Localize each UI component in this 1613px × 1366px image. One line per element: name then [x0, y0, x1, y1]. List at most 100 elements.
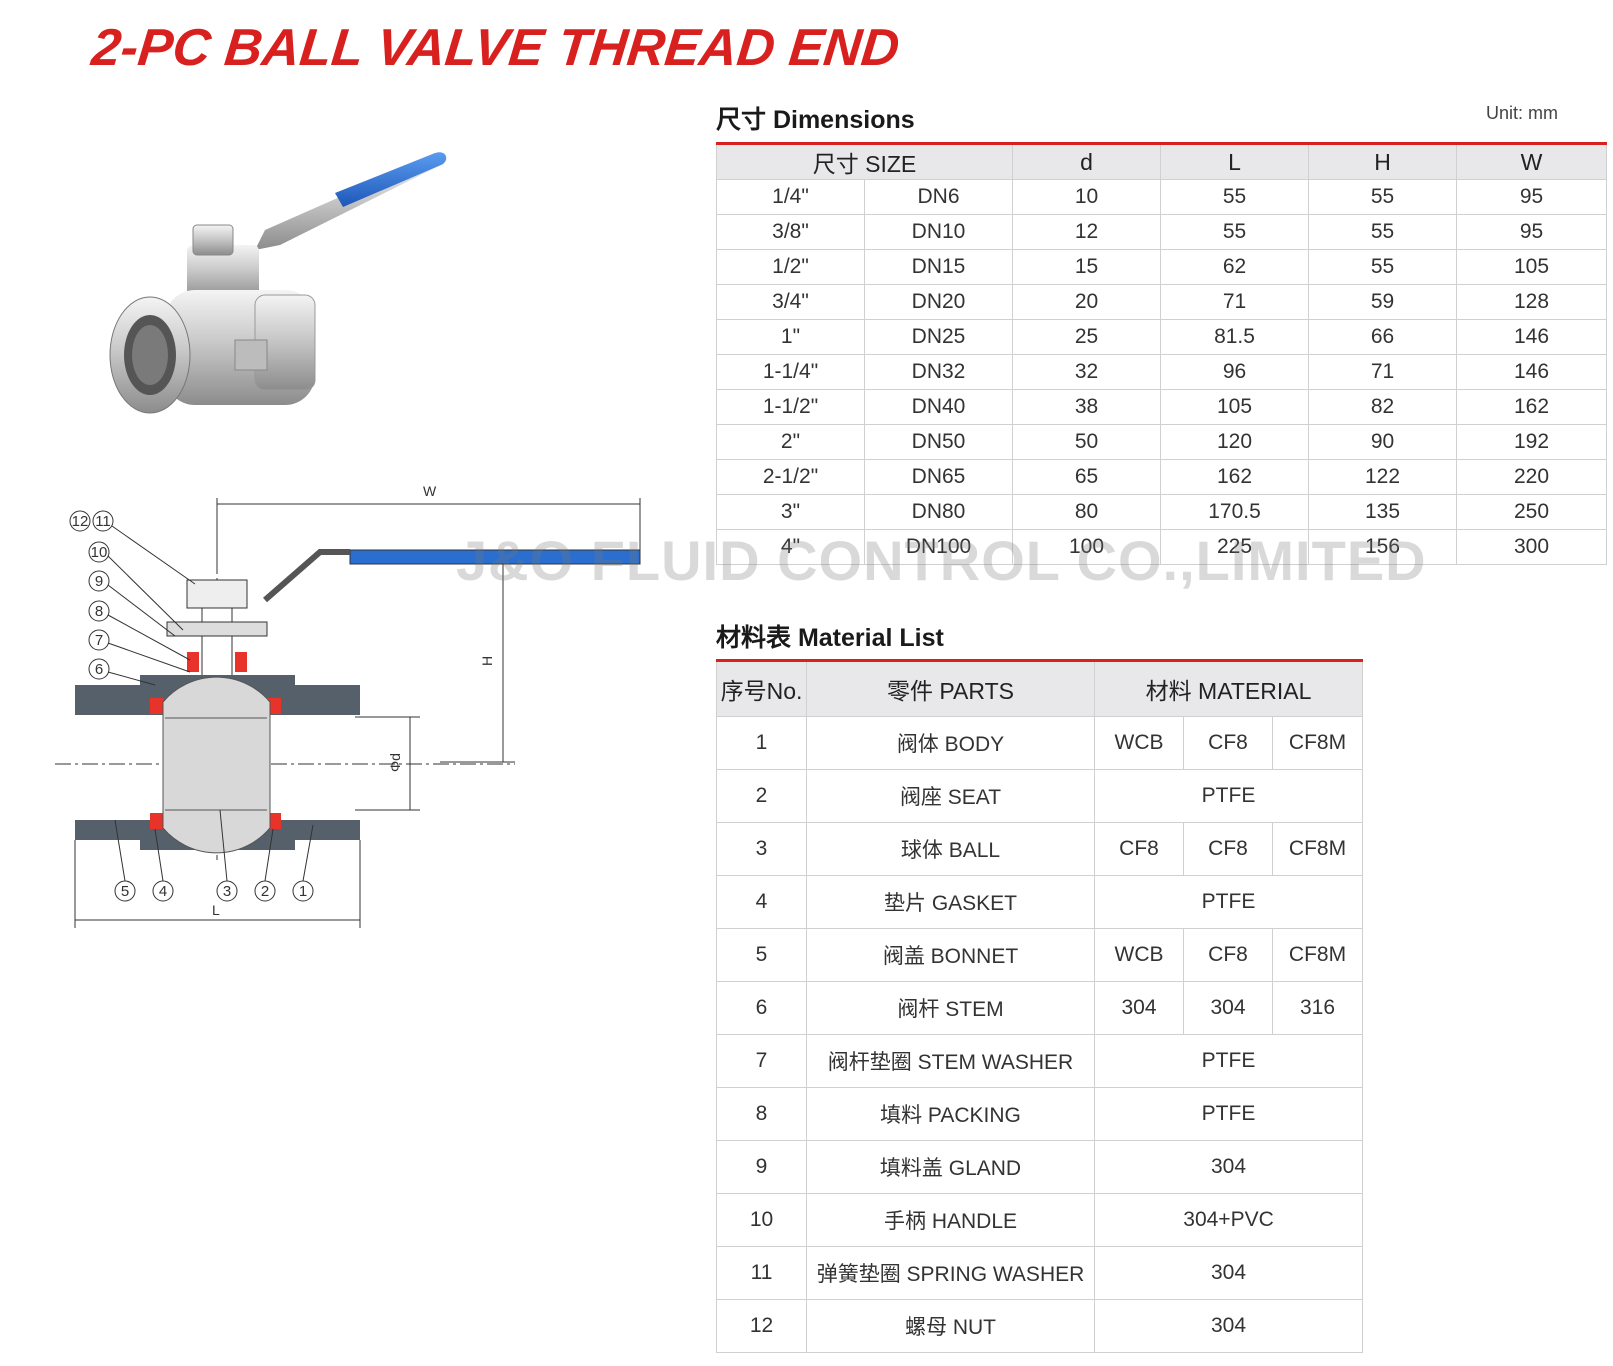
header-d: d	[1012, 143, 1162, 180]
table-cell: 8	[716, 1087, 807, 1141]
table-cell: 220	[1456, 459, 1608, 495]
materials-header-row: 序号No. 零件 PARTS 材料 MATERIAL	[716, 660, 1364, 717]
header-l: L	[1160, 143, 1310, 180]
table-cell: 162	[1456, 389, 1608, 425]
table-cell: 71	[1160, 284, 1310, 320]
table-cell: PTFE	[1093, 1034, 1364, 1088]
watermark: J&O FLUID CONTROL CO.,LIMITED	[456, 529, 1427, 592]
table-cell: 225	[1160, 529, 1310, 565]
table-cell: 4"	[716, 529, 865, 565]
table-cell: DN6	[863, 179, 1014, 215]
table-cell: 球体 BALL	[806, 822, 1095, 876]
table-cell: 手柄 HANDLE	[806, 1193, 1095, 1247]
table-cell: 20	[1012, 284, 1162, 320]
table-cell: 162	[1160, 459, 1310, 495]
table-cell: 100	[1012, 529, 1162, 565]
table-cell: 146	[1456, 319, 1608, 355]
table-cell: 3"	[716, 494, 865, 530]
table-cell: 62	[1160, 249, 1310, 285]
balloon-8: 8	[95, 603, 103, 620]
table-cell: 82	[1308, 389, 1458, 425]
table-cell: 146	[1456, 354, 1608, 390]
table-cell: DN25	[863, 319, 1014, 355]
table-cell: 阀杆垫圈 STEM WASHER	[806, 1034, 1095, 1088]
table-cell: 5	[716, 928, 807, 982]
table-cell: DN32	[863, 354, 1014, 390]
table-cell: PTFE	[1093, 769, 1364, 823]
table-cell: CF8M	[1271, 716, 1364, 770]
balloon-2: 2	[261, 883, 269, 900]
table-cell: CF8	[1183, 716, 1273, 770]
table-cell: 95	[1456, 214, 1608, 250]
balloon-5: 5	[121, 883, 129, 900]
table-cell: 1/2"	[716, 249, 865, 285]
header-parts: 零件 PARTS	[806, 660, 1095, 717]
table-cell: 81.5	[1160, 319, 1310, 355]
table-cell: 304+PVC	[1093, 1193, 1364, 1247]
table-cell: 1-1/4"	[716, 354, 865, 390]
table-cell: 15	[1012, 249, 1162, 285]
table-cell: 3	[716, 822, 807, 876]
balloon-6: 6	[95, 661, 103, 678]
dim-d-label: Φd	[387, 753, 403, 772]
table-cell: 10	[716, 1193, 807, 1247]
table-cell: 80	[1012, 494, 1162, 530]
table-cell: DN80	[863, 494, 1014, 530]
table-cell: 170.5	[1160, 494, 1310, 530]
table-cell: 1"	[716, 319, 865, 355]
table-cell: 7	[716, 1034, 807, 1088]
table-cell: DN65	[863, 459, 1014, 495]
table-cell: 12	[1012, 214, 1162, 250]
header-size: 尺寸 SIZE	[715, 143, 1014, 180]
header-no: 序号No.	[716, 660, 807, 717]
table-cell: WCB	[1094, 928, 1184, 982]
table-cell: 螺母 NUT	[806, 1299, 1095, 1353]
table-cell: 阀座 SEAT	[806, 769, 1095, 823]
header-w: W	[1456, 143, 1608, 180]
table-cell: 300	[1456, 529, 1608, 565]
balloon-9: 9	[95, 573, 103, 590]
balloon-11: 11	[95, 513, 111, 530]
balloon-12: 12	[72, 513, 89, 530]
table-cell: 38	[1012, 389, 1162, 425]
table-cell: 1/4"	[716, 179, 865, 215]
dimensions-header-row: 尺寸 SIZE d L H W	[715, 143, 1608, 180]
table-cell: DN20	[863, 284, 1014, 320]
table-cell: DN40	[863, 389, 1014, 425]
table-cell: 12	[716, 1299, 807, 1353]
table-cell: WCB	[1094, 716, 1184, 770]
table-cell: 2"	[716, 424, 865, 460]
table-cell: 2	[716, 769, 807, 823]
table-cell: 192	[1456, 424, 1608, 460]
table-cell: 55	[1160, 214, 1310, 250]
materials-heading: 材料表 Material List	[716, 624, 944, 652]
table-cell: 3/8"	[716, 214, 865, 250]
table-cell: 105	[1456, 249, 1608, 285]
table-cell: CF8M	[1271, 822, 1364, 876]
table-cell: 156	[1308, 529, 1458, 565]
table-cell: 阀杆 STEM	[806, 981, 1095, 1035]
table-cell: 55	[1308, 214, 1458, 250]
table-cell: 304	[1183, 981, 1273, 1035]
table-cell: 250	[1456, 494, 1608, 530]
balloon-4: 4	[159, 883, 167, 900]
dim-l-label: L	[212, 902, 220, 918]
dim-h-label: H	[479, 656, 495, 666]
header-material: 材料 MATERIAL	[1093, 660, 1364, 717]
table-cell: 71	[1308, 354, 1458, 390]
